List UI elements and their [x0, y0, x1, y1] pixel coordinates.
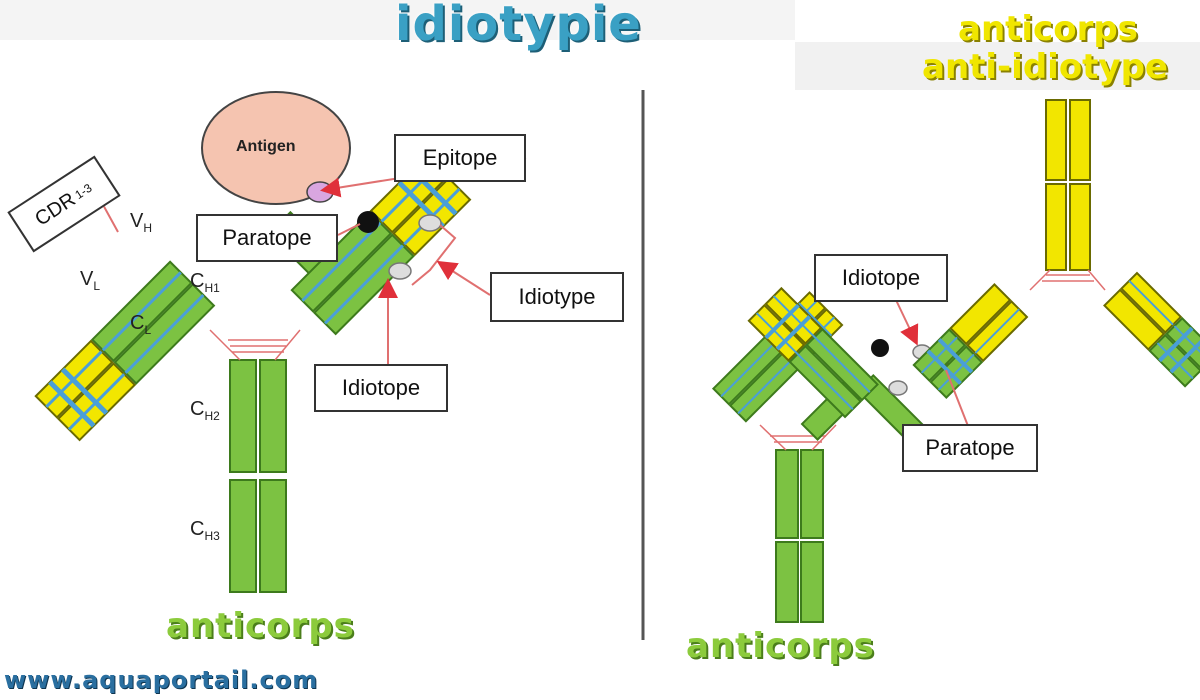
website-watermark: www.aquaportail.com [4, 666, 319, 694]
idiotope-dot-1 [418, 214, 442, 232]
anti-id-right-arm [1103, 271, 1200, 388]
caption-left: anticorps [166, 606, 355, 646]
ch3-right [259, 479, 287, 593]
ch1-label: CH1 [190, 270, 220, 295]
cdr-sub: 1-3 [72, 180, 95, 202]
ab2-right-arm-real [747, 286, 879, 419]
idiotype-bracket [411, 224, 457, 286]
ch3-label: CH3 [190, 518, 220, 543]
hinge-left [209, 329, 301, 361]
paratope-label-right: Paratope [902, 424, 1038, 472]
idiotype-label: Idiotype [490, 272, 624, 322]
page-title: idiotypie [395, 0, 642, 52]
epitope-label: Epitope [394, 134, 526, 182]
vl-label: VL [80, 268, 101, 293]
paratope-label: Paratope [196, 214, 338, 262]
idiotope-label-left: Idiotope [314, 364, 448, 412]
paratope-dot [357, 211, 379, 233]
ch2-label: CH2 [190, 398, 220, 423]
right-title-line2: anti-idiotype [922, 47, 1168, 87]
right-title-line1: anticorps [958, 9, 1138, 49]
caption-right: anticorps [686, 626, 875, 666]
ch3-left [229, 479, 257, 593]
subtitle-band [795, 42, 1200, 90]
anti-id-left-arm [912, 283, 1029, 399]
antigen-label: Antigen [236, 138, 296, 155]
vh-label: VH [130, 210, 153, 235]
antigen-circle [201, 91, 351, 205]
idiotope-dot-2 [388, 262, 412, 280]
ch2-left [229, 359, 257, 473]
paratope-pointer [337, 223, 361, 236]
left-arm-group [34, 260, 216, 442]
cdr-text: CDR [31, 188, 80, 231]
title-band [0, 0, 795, 40]
idiotype-pointer [436, 260, 491, 296]
epitope-dot [306, 181, 334, 203]
ch2-right [259, 359, 287, 473]
idiotope-label-right: Idiotope [814, 254, 948, 302]
cl-label: CL [130, 312, 152, 337]
ab2-paratope-dot [871, 339, 889, 357]
